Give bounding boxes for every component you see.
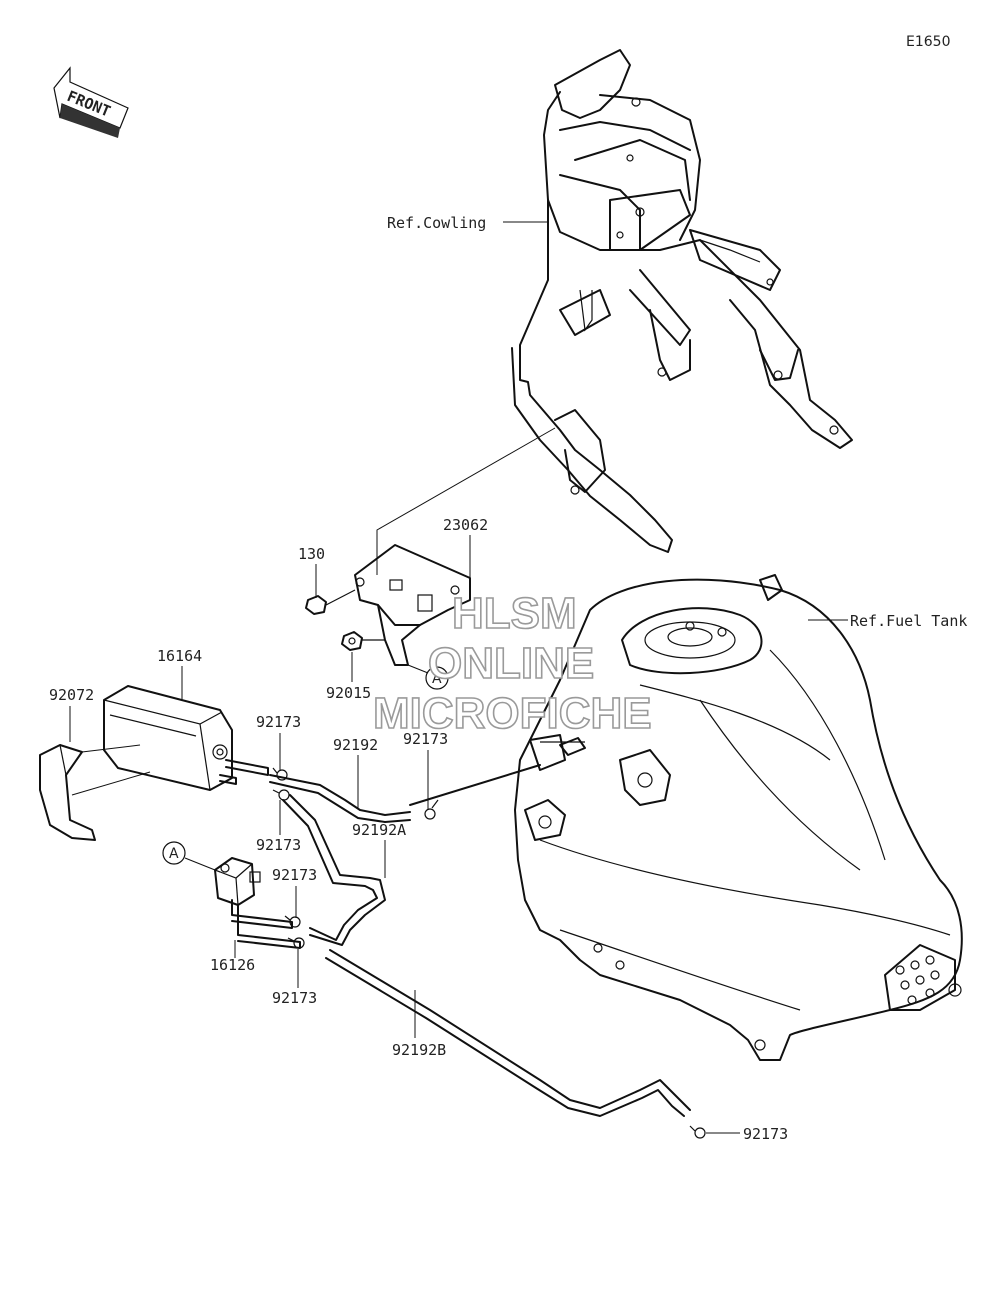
watermark-line1: HLSM <box>452 589 577 638</box>
hose-92192A <box>282 794 386 946</box>
svg-text:A: A <box>169 846 179 862</box>
part-label-92192A: 92192A <box>352 821 406 839</box>
clamp-92173-icon <box>287 937 305 949</box>
part-label-16164: 16164 <box>157 647 202 665</box>
part-label-130: 130 <box>298 545 325 563</box>
part-label-92173-6: 92173 <box>743 1125 788 1143</box>
clamp-92173-icon <box>689 1125 706 1139</box>
ref-fuel-tank-label: Ref.Fuel Tank <box>850 612 967 630</box>
fuel-tank <box>514 574 963 1061</box>
hose-tank-line <box>409 764 541 806</box>
watermark: HLSM ONLINE MICROFICHE <box>372 588 652 739</box>
part-label-92173-2: 92173 <box>403 730 448 748</box>
part-label-92015: 92015 <box>326 684 371 702</box>
part-label-23062: 23062 <box>443 516 488 534</box>
watermark-line3: MICROFICHE <box>373 689 652 738</box>
nut-92015-icon <box>341 631 385 651</box>
band-92072 <box>39 744 151 841</box>
part-label-16126: 16126 <box>210 956 255 974</box>
part-label-92072: 92072 <box>49 686 94 704</box>
hose-92192 <box>269 774 411 823</box>
callout-a-bracket: A <box>407 664 449 690</box>
watermark-line2: ONLINE <box>428 639 594 688</box>
hose-92192B <box>325 949 691 1117</box>
cowling-stay-frame <box>511 49 853 553</box>
part-label-92173-3: 92173 <box>256 836 301 854</box>
valve-16126 <box>214 857 301 949</box>
part-label-92192B: 92192B <box>392 1041 446 1059</box>
part-label-92173-4: 92173 <box>272 866 317 884</box>
front-arrow-icon: FRONT <box>53 66 129 138</box>
ref-cowling-label: Ref.Cowling <box>387 214 486 232</box>
clamp-92173-icon <box>272 789 290 801</box>
bolt-130-icon <box>305 589 356 615</box>
part-label-92192: 92192 <box>333 736 378 754</box>
diagram-code: E1650 <box>906 34 950 50</box>
callout-a-valve: A <box>162 841 221 873</box>
canister-16164 <box>103 685 269 791</box>
svg-text:A: A <box>432 671 442 687</box>
part-label-92173-5: 92173 <box>272 989 317 1007</box>
clamp-92173-icon <box>284 915 301 928</box>
clamp-92173-icon <box>424 799 439 820</box>
bracket-23062 <box>354 544 471 666</box>
clamp-92173-icon <box>272 767 288 781</box>
bracket-leader <box>376 427 556 575</box>
part-label-92173-1: 92173 <box>256 713 301 731</box>
